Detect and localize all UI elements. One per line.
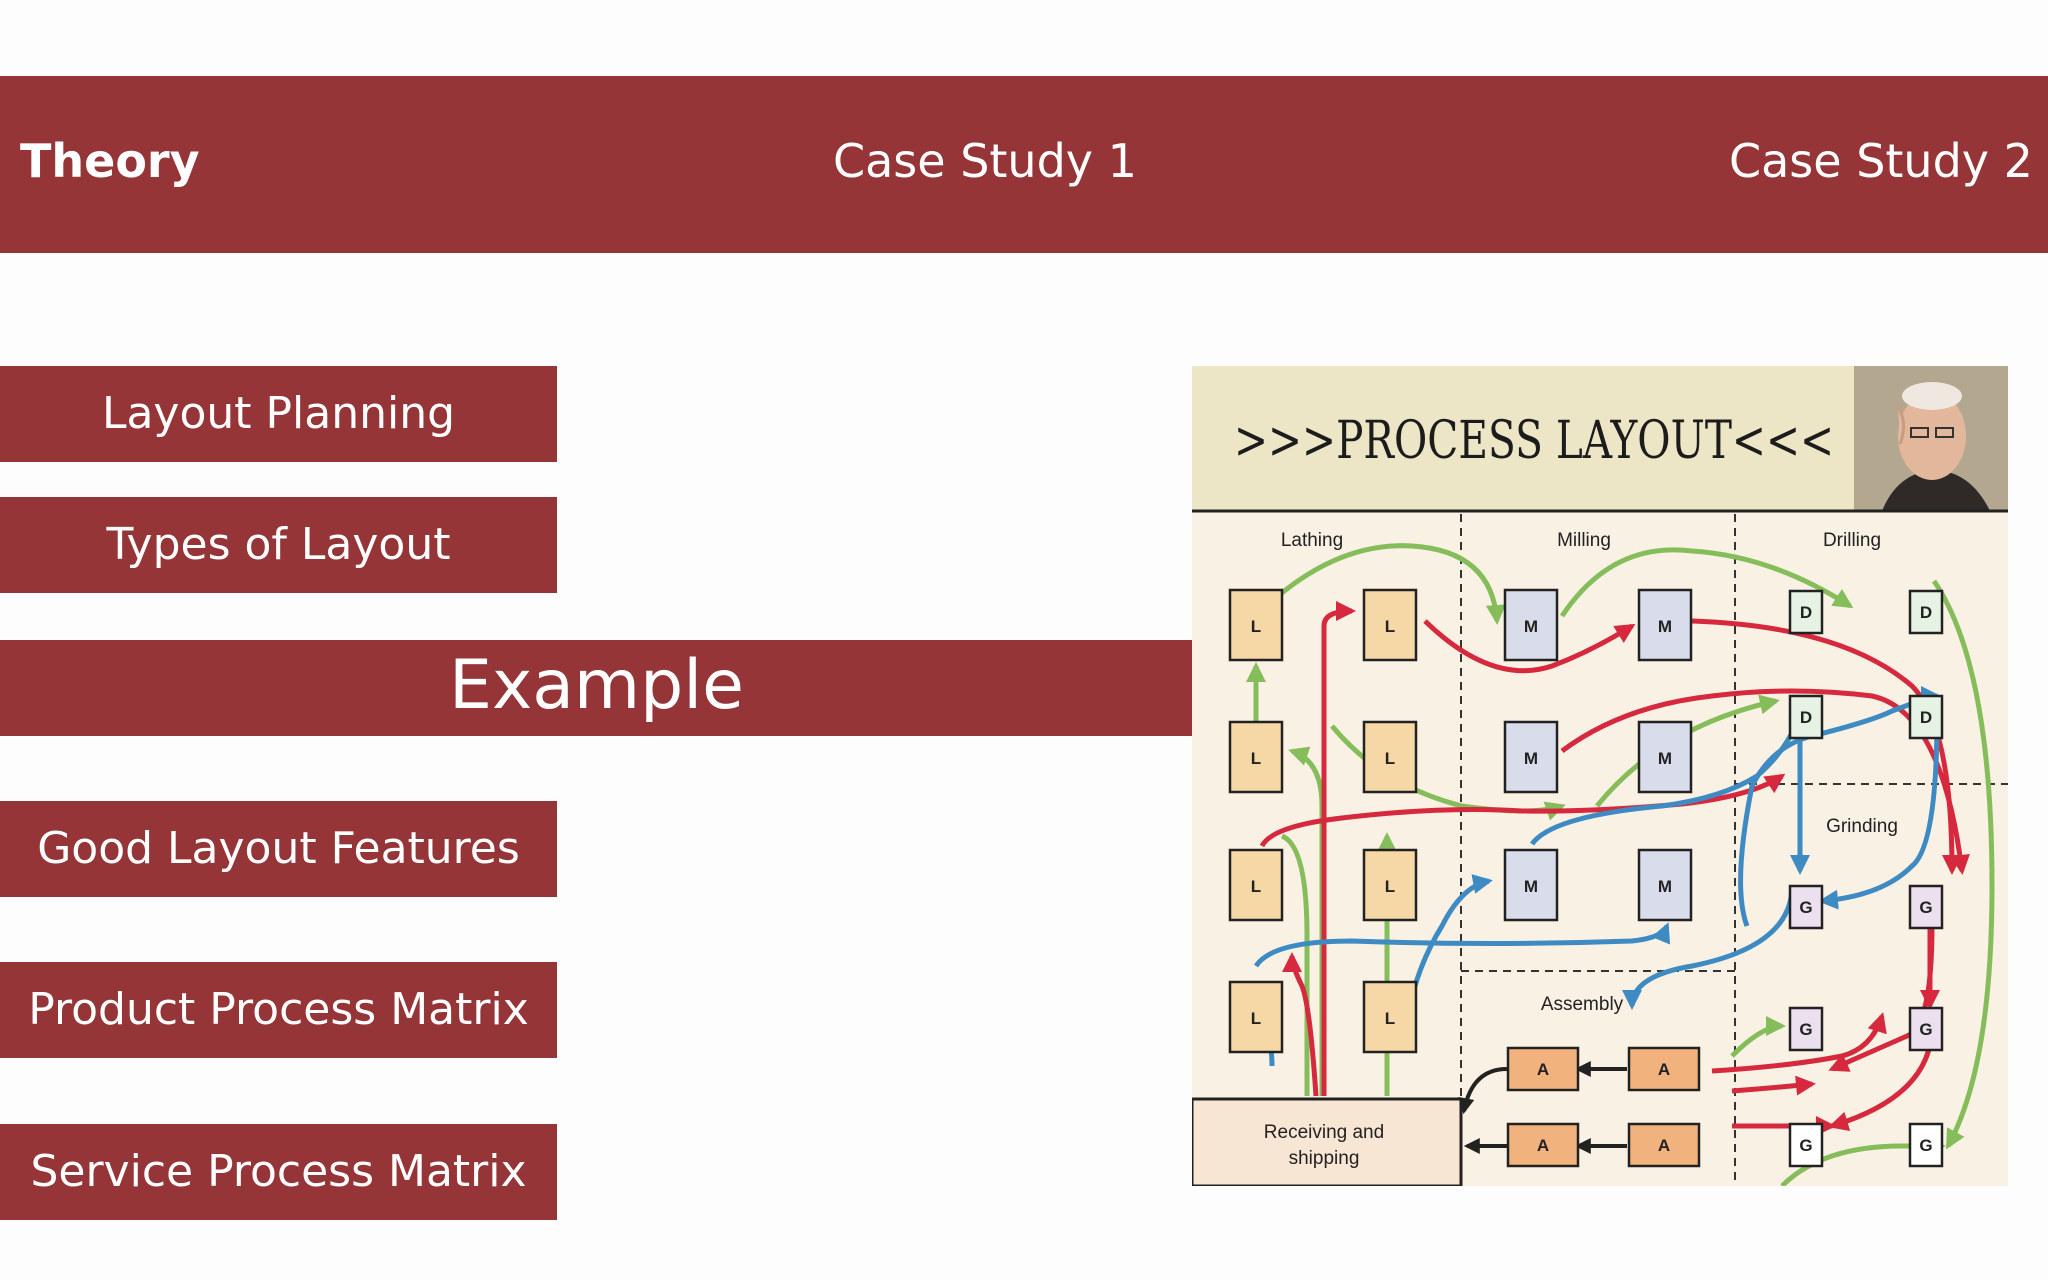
label-grinding: Grinding: [1826, 816, 1898, 837]
svg-text:L: L: [1385, 1009, 1395, 1028]
svg-text:G: G: [1919, 898, 1932, 917]
svg-text:G: G: [1799, 898, 1812, 917]
menu-product-process-matrix-button[interactable]: Product Process Matrix: [0, 962, 557, 1058]
mill-machine: M: [1637, 588, 1693, 662]
tab-case-study-2[interactable]: Case Study 2: [1729, 134, 2033, 188]
drill-machine: D: [1788, 589, 1824, 635]
mill-machine: M: [1637, 720, 1693, 794]
assembly-station: A: [1627, 1046, 1701, 1092]
mill-machine: M: [1503, 720, 1559, 794]
person-photo: [1854, 366, 2008, 511]
svg-text:L: L: [1251, 1009, 1261, 1028]
label-milling: Milling: [1557, 530, 1611, 551]
lathe-machine: L: [1362, 720, 1418, 794]
svg-text:A: A: [1658, 1136, 1670, 1155]
lathe-machine: L: [1228, 588, 1284, 662]
svg-text:D: D: [1800, 603, 1812, 622]
receiving-shipping-area: [1192, 1097, 1463, 1186]
assembly-station: A: [1506, 1046, 1580, 1092]
lathe-machine: L: [1228, 848, 1284, 922]
svg-text:L: L: [1251, 617, 1261, 636]
label-drilling: Drilling: [1823, 530, 1881, 551]
mill-machine: M: [1637, 848, 1693, 922]
svg-text:A: A: [1537, 1136, 1549, 1155]
label-receiving-line2: shipping: [1289, 1148, 1360, 1169]
svg-text:M: M: [1524, 749, 1538, 768]
grinder-machine: G: [1788, 1122, 1824, 1168]
lathe-machine: L: [1362, 848, 1418, 922]
drill-machine: D: [1908, 589, 1944, 635]
svg-text:L: L: [1385, 749, 1395, 768]
label-receiving-line1: Receiving and: [1264, 1122, 1384, 1143]
label-assembly: Assembly: [1541, 994, 1624, 1015]
svg-text:M: M: [1658, 877, 1672, 896]
svg-text:A: A: [1658, 1060, 1670, 1079]
svg-text:D: D: [1920, 603, 1932, 622]
menu-service-process-matrix-button[interactable]: Service Process Matrix: [0, 1124, 557, 1220]
top-navigation-bar: Theory Case Study 1 Case Study 2: [0, 76, 2048, 253]
process-layout-diagram: >>>PROCESS LAYOUT<<< Lathing Milling Dri…: [1192, 366, 2008, 1186]
tab-case-study-1[interactable]: Case Study 1: [833, 134, 1137, 188]
current-section-label: Example: [448, 646, 744, 725]
grinder-machine: G: [1908, 884, 1944, 930]
menu-layout-planning-button[interactable]: Layout Planning: [0, 366, 557, 462]
grinder-machine: G: [1908, 1006, 1944, 1052]
svg-text:M: M: [1658, 617, 1672, 636]
tab-theory[interactable]: Theory: [20, 134, 200, 188]
assembly-station: A: [1627, 1122, 1701, 1168]
svg-text:D: D: [1920, 708, 1932, 727]
plant-floor: [1192, 511, 2008, 1186]
lathe-machine: L: [1362, 588, 1418, 662]
svg-text:L: L: [1385, 877, 1395, 896]
lathe-machine: L: [1228, 980, 1284, 1054]
label-lathing: Lathing: [1281, 530, 1343, 551]
assembly-flow-arrows: [1458, 1061, 1627, 1154]
grinder-machine: G: [1908, 1122, 1944, 1168]
menu-good-layout-features-button[interactable]: Good Layout Features: [0, 801, 557, 897]
svg-text:D: D: [1800, 708, 1812, 727]
svg-text:G: G: [1919, 1136, 1932, 1155]
assembly-station: A: [1506, 1122, 1580, 1168]
svg-text:A: A: [1537, 1060, 1549, 1079]
process-layout-figure: >>>PROCESS LAYOUT<<< Lathing Milling Dri…: [1192, 366, 2008, 1186]
svg-text:L: L: [1385, 617, 1395, 636]
svg-text:G: G: [1799, 1136, 1812, 1155]
svg-text:L: L: [1251, 877, 1261, 896]
grinder-machine: G: [1788, 884, 1824, 930]
svg-text:M: M: [1524, 617, 1538, 636]
drill-machine: D: [1788, 694, 1824, 740]
lathe-machine: L: [1228, 720, 1284, 794]
svg-text:G: G: [1799, 1020, 1812, 1039]
figure-title: >>>PROCESS LAYOUT<<<: [1234, 411, 1834, 471]
svg-text:L: L: [1251, 749, 1261, 768]
current-section-banner: Example: [0, 640, 1193, 736]
mill-machine: M: [1503, 588, 1559, 662]
svg-text:M: M: [1658, 749, 1672, 768]
mill-machine: M: [1503, 848, 1559, 922]
grinder-machine: G: [1788, 1006, 1824, 1052]
red-flow-paths: [1259, 601, 1970, 1136]
svg-text:G: G: [1919, 1020, 1932, 1039]
drill-machine: D: [1908, 694, 1944, 740]
menu-types-of-layout-button[interactable]: Types of Layout: [0, 497, 557, 593]
svg-text:M: M: [1524, 877, 1538, 896]
lathe-machine: L: [1362, 980, 1418, 1054]
